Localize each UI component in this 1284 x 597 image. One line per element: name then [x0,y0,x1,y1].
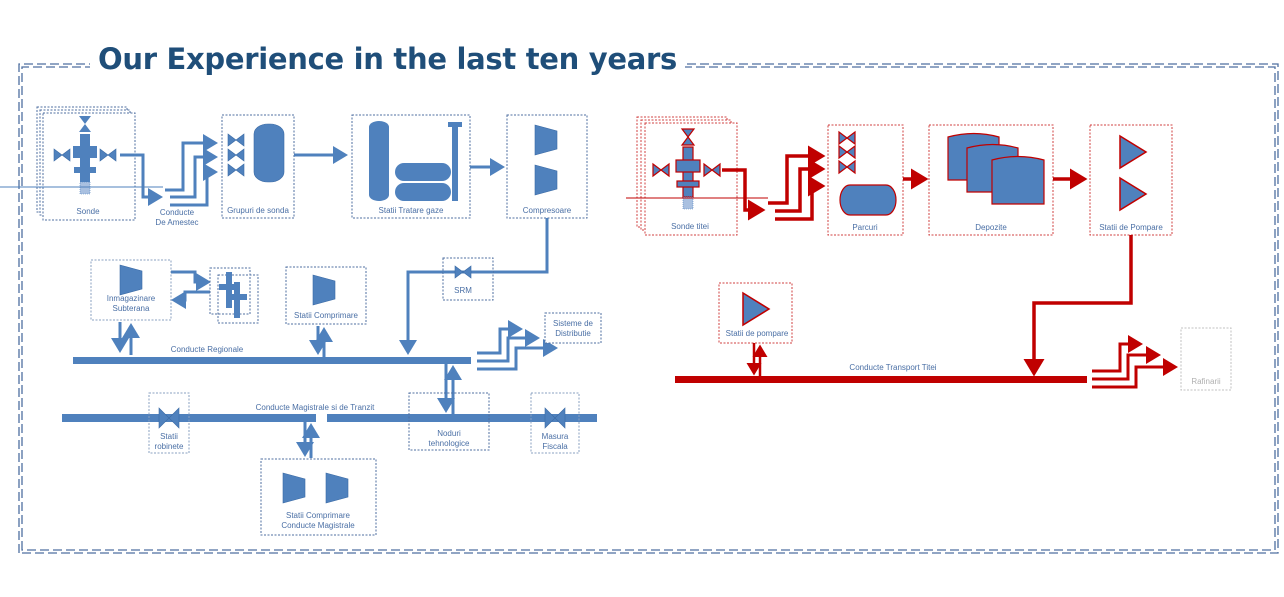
statii-comprimare-node[interactable]: Statii Comprimare [285,266,367,325]
srm-node[interactable]: SRM [442,257,494,301]
label-statii-comprimare: Statii Comprimare [294,311,359,320]
storage-tanks-icon [947,132,1045,205]
label-scm-1: Statii Comprimare [286,511,351,520]
conducte-magistrale-pipe-right [327,414,597,422]
sisteme-distributie-node[interactable]: Sisteme de Distributie [544,312,602,344]
tank-icon [395,183,451,201]
page-title: Our Experience in the last ten years [90,42,686,76]
outer-frame [18,63,1279,554]
label-statii-robinete-1: Statii [160,432,178,441]
label-sonde-titei: Sonde titei [671,222,709,231]
label-rafinarii: Rafinarii [1191,377,1221,386]
label-compresoare: Compresoare [523,206,572,215]
label-sisteme-distributie-1: Sisteme de [553,319,594,328]
label-inmagazinare-1: Inmagazinare [107,294,156,303]
masura-fiscala-node[interactable]: Masura Fiscala [530,392,580,454]
label-conducte-amestec-1: Conducte [160,208,195,217]
column-icon [369,121,389,201]
label-srm: SRM [454,286,472,295]
statii-robinete-node[interactable]: Statii robinete [148,392,190,454]
label-sisteme-distributie-2: Distributie [555,329,591,338]
tank-icon [839,184,897,216]
tank-icon [395,163,451,181]
stack-icon [452,126,458,201]
compresoare-node[interactable]: Compresoare [506,114,588,219]
statii-tratare-node[interactable]: Statii Tratare gaze [351,114,471,219]
label-statii-tratare: Statii Tratare gaze [379,206,444,215]
label-noduri-2: tehnologice [429,439,470,448]
grupuri-sonda-node[interactable]: Grupuri de sonda [221,114,295,219]
statii-pompare-2-node[interactable]: Statii de pompare [718,282,793,344]
label-conducte-amestec-2: De Amestec [155,218,198,227]
label-statii-robinete-2: robinete [155,442,184,451]
statii-pompare-node[interactable]: Statii de Pompare [1089,124,1173,236]
label-conducte-regionale: Conducte Regionale [171,345,244,354]
depozite-node[interactable]: Depozite [928,124,1054,236]
separator-icon [253,123,285,183]
label-conducte-transport: Conducte Transport Titei [849,363,936,372]
label-conducte-magistrale: Conducte Magistrale si de Tranzit [256,403,376,412]
conducte-transport-pipe [675,376,1087,383]
label-depozite: Depozite [975,223,1007,232]
parcuri-node[interactable]: Parcuri [827,124,904,236]
label-sonde: Sonde [76,207,100,216]
wellhead-icon [652,128,721,210]
label-parcuri: Parcuri [852,223,878,232]
noduri-tehnologice-node[interactable]: Noduri tehnologice [408,392,490,451]
label-masura-1: Masura [542,432,569,441]
conducte-amestec-pipes [120,134,218,207]
label-noduri-1: Noduri [437,429,461,438]
storage-wells-icon [209,267,259,324]
conducte-regionale-pipe [73,357,471,364]
label-statii-pompare: Statii de Pompare [1099,223,1163,232]
wellhead-icon [53,116,117,195]
label-masura-2: Fiscala [542,442,568,451]
rafinarii-node[interactable]: Rafinarii [1180,327,1232,391]
label-statii-pompare-2: Statii de pompare [726,329,789,338]
label-grupuri-sonda: Grupuri de sonda [227,206,289,215]
sonde-titei-node[interactable]: Sonde titei [636,116,738,236]
statii-comprimare-magistrale-node[interactable]: Statii Comprimare Conducte Magistrale [260,458,377,536]
inmagazinare-node[interactable]: Inmagazinare Subterana [90,259,172,321]
sonde-node[interactable]: Sonde [36,106,136,221]
label-scm-2: Conducte Magistrale [281,521,355,530]
label-inmagazinare-2: Subterana [113,304,150,313]
